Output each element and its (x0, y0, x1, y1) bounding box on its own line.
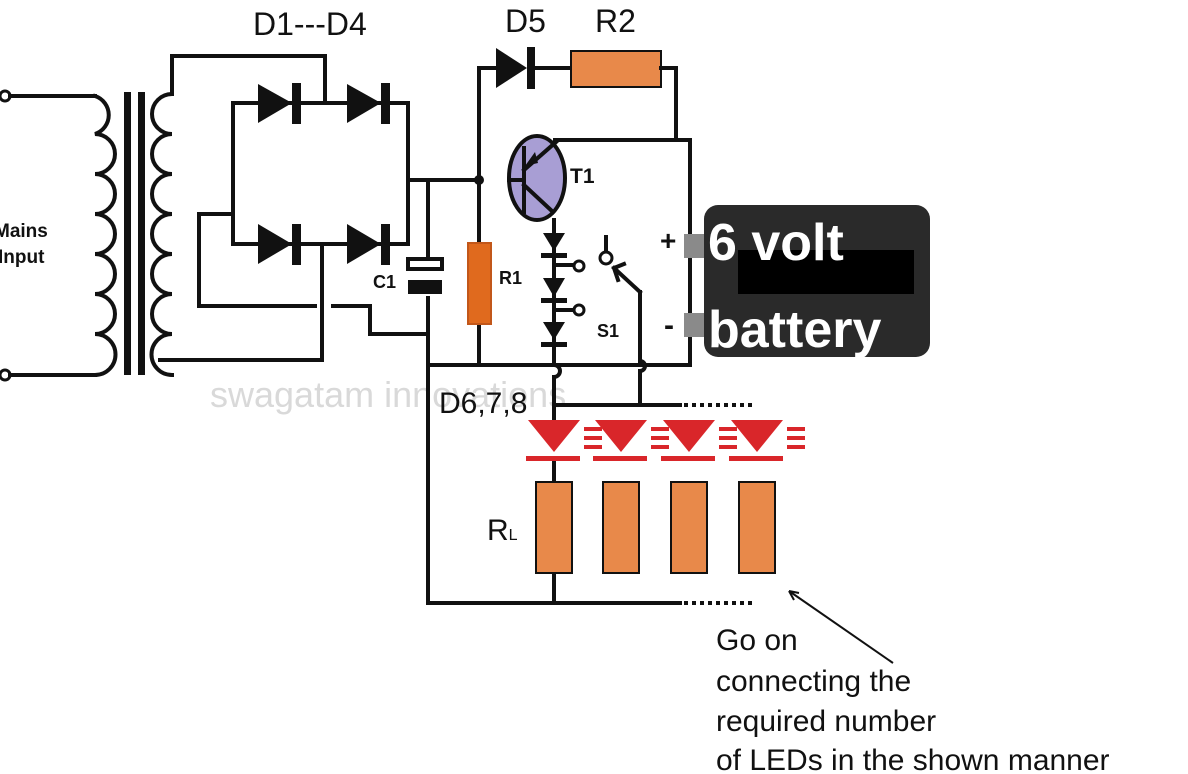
light-ray-icon (651, 427, 669, 431)
d5-label: D5 (505, 3, 546, 39)
led-triangle (663, 420, 715, 452)
switch-arrow-icon (611, 261, 627, 283)
arrow-head-icon (788, 590, 800, 601)
led-cathode-bar (593, 456, 647, 461)
mains-input: Mains Input (0, 89, 97, 382)
wire (197, 212, 317, 308)
mains-label-2: Input (0, 247, 45, 268)
switch-lever[interactable] (611, 265, 643, 295)
wire (158, 242, 324, 362)
led-triangle (528, 420, 580, 452)
resistor-r1: R1 (467, 242, 522, 325)
bridge-rectifier: D1---D4 (197, 6, 410, 308)
transistor-collector (521, 182, 556, 215)
load-resistor (670, 481, 708, 574)
transistor-t1: T1 (507, 134, 595, 222)
light-ray-icon (651, 436, 669, 440)
note-line-4: of LEDs in the shown manner (716, 744, 1110, 774)
wire (170, 54, 327, 105)
r2-label: R2 (595, 3, 636, 39)
transformer (92, 54, 327, 378)
led-cathode-bar (661, 456, 715, 461)
diode-d3 (258, 224, 301, 265)
resistor-r2: R2 (570, 3, 662, 88)
light-ray-icon (719, 436, 737, 440)
core-bar (138, 92, 145, 375)
load-resistor (602, 481, 640, 574)
light-ray-icon (584, 436, 602, 440)
watermark: swagatam innovations (210, 374, 566, 415)
wire (638, 290, 647, 407)
note-line-1: Go on (716, 624, 798, 657)
battery: + - 6 volt battery (660, 138, 930, 367)
light-ray-icon (719, 427, 737, 431)
positive-terminal (684, 234, 704, 258)
switch-contact (598, 250, 614, 266)
negative-terminal (684, 313, 704, 337)
light-ray-icon (584, 445, 602, 449)
mains-label-1: Mains (0, 221, 48, 242)
c1-label: C1 (373, 272, 396, 292)
light-ray-icon (719, 445, 737, 449)
load-resistor (535, 481, 573, 574)
note-line-3: required number (716, 705, 936, 738)
led (729, 420, 805, 461)
wire (331, 304, 428, 336)
led-triangle (731, 420, 783, 452)
switch-s1[interactable]: S1 (597, 235, 647, 407)
diode-d2 (347, 83, 390, 124)
diode-d1 (258, 83, 301, 124)
t1-label: T1 (570, 165, 595, 188)
rl-label: RL (487, 514, 518, 547)
pointer-line (788, 590, 894, 664)
emitter-arrow-icon (525, 152, 538, 166)
battery-label-1: 6 volt (708, 214, 844, 272)
diode-d4 (347, 224, 390, 265)
primary-coil (92, 93, 118, 378)
note-line-2: connecting the (716, 665, 911, 698)
tap-contact (572, 259, 586, 273)
diode-chain-d6-d8: D6,7,8 (439, 218, 586, 420)
led (593, 420, 669, 461)
r1-label: R1 (499, 268, 522, 288)
light-ray-icon (584, 427, 602, 431)
load-resistor (738, 481, 776, 574)
light-ray-icon (787, 436, 805, 440)
minus-label: - (664, 309, 674, 342)
light-ray-icon (787, 427, 805, 431)
led (526, 420, 602, 461)
transistor-emitter (521, 139, 559, 173)
capacitor-c1: C1 (373, 257, 444, 294)
annotation: Go on connecting the required number of … (716, 590, 1110, 774)
led (661, 420, 737, 461)
wire (552, 218, 562, 407)
secondary-coil (149, 91, 175, 378)
led-cathode-bar (526, 456, 580, 461)
tap-contact (572, 303, 586, 317)
bridge-wires (231, 101, 410, 246)
led-cathode-bar (729, 456, 783, 461)
diode-d5: D5 (496, 3, 546, 89)
led-bank: RL (426, 403, 805, 605)
bridge-label: D1---D4 (253, 6, 367, 42)
wire (659, 66, 678, 142)
battery-label-2: battery (708, 301, 881, 359)
light-ray-icon (651, 445, 669, 449)
core-bar (124, 92, 131, 375)
s1-label: S1 (597, 321, 619, 341)
d678-label: D6,7,8 (439, 387, 527, 420)
plus-label: + (660, 225, 676, 256)
led-triangle (595, 420, 647, 452)
light-ray-icon (787, 445, 805, 449)
